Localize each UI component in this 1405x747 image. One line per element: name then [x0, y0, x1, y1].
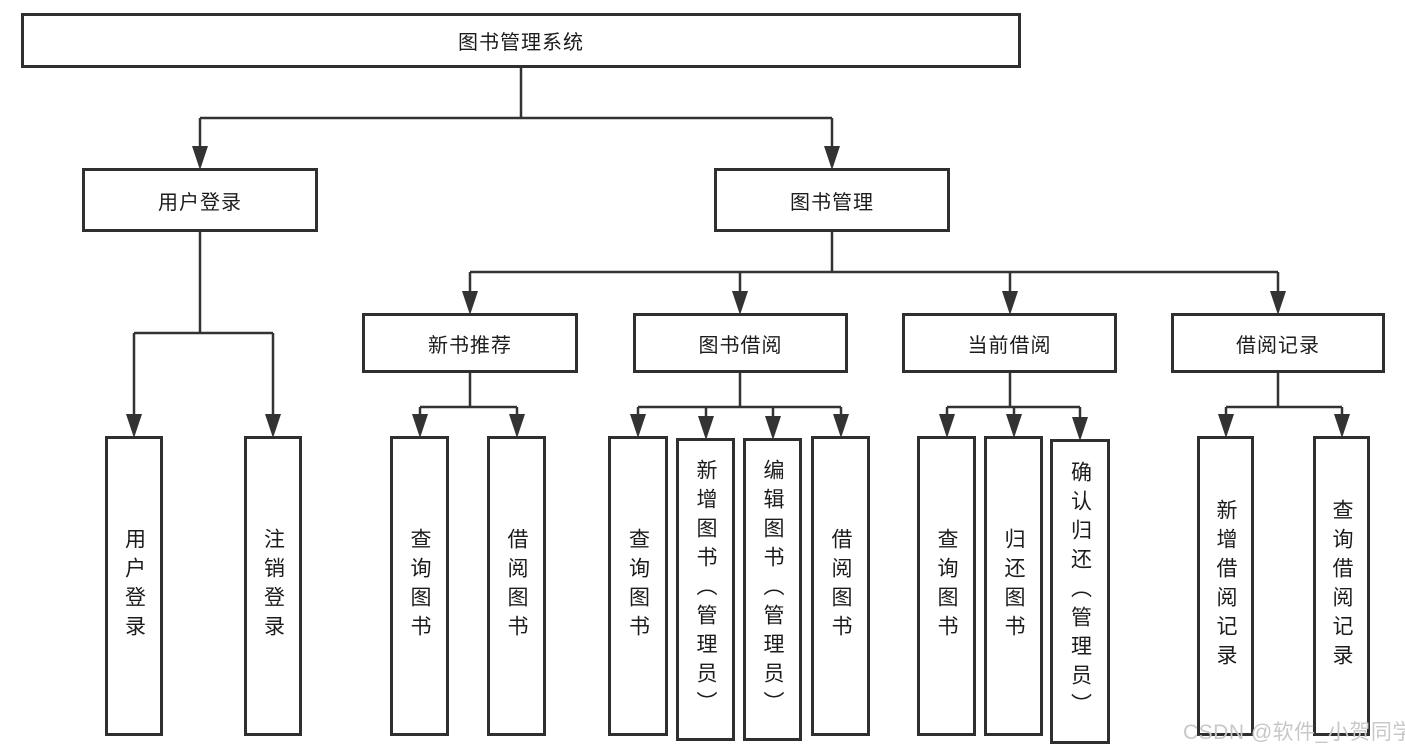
leaf-user-login: 用户登录 — [105, 436, 163, 736]
leaf-borrow-query-books-label: 查询图书 — [626, 528, 650, 644]
node-new-book-recommend: 新书推荐 — [362, 313, 578, 373]
leaf-borrow-query-books: 查询图书 — [608, 436, 668, 736]
node-new-book-recommend-label: 新书推荐 — [428, 334, 512, 357]
leaf-current-return-books-label: 归还图书 — [1002, 528, 1025, 644]
node-root-label: 图书管理系统 — [458, 32, 584, 54]
node-user-login-label: 用户登录 — [158, 191, 242, 214]
leaf-current-confirm-return-admin: 确认归还（管理员） — [1050, 439, 1110, 744]
leaf-newrec-borrow-books: 借阅图书 — [487, 436, 546, 736]
node-user-login: 用户登录 — [82, 168, 318, 232]
leaf-newrec-borrow-books-label: 借阅图书 — [505, 528, 528, 644]
leaf-borrow-borrow-books: 借阅图书 — [811, 436, 870, 736]
leaf-current-return-books: 归还图书 — [984, 436, 1043, 736]
leaf-records-add-record: 新增借阅记录 — [1197, 436, 1254, 736]
node-book-borrow-label: 图书借阅 — [698, 334, 783, 357]
leaf-borrow-add-books-admin-label: 新增图书（管理员） — [694, 459, 717, 720]
leaf-current-confirm-return-admin-label: 确认归还（管理员） — [1068, 461, 1092, 722]
leaf-newrec-query-books: 查询图书 — [390, 436, 449, 736]
leaf-borrow-edit-books-admin: 编辑图书（管理员） — [743, 438, 802, 741]
node-borrow-records: 借阅记录 — [1171, 313, 1385, 373]
leaf-current-query-books: 查询图书 — [917, 436, 976, 736]
node-current-borrow-label: 当前借阅 — [967, 334, 1052, 357]
leaf-logout: 注销登录 — [244, 436, 302, 736]
watermark: CSDN @软件_小贺同学 — [1183, 721, 1405, 744]
leaf-records-query-record-label: 查询借阅记录 — [1330, 499, 1353, 673]
leaf-user-login-label: 用户登录 — [122, 528, 146, 644]
node-book-borrow: 图书借阅 — [633, 313, 848, 373]
leaf-borrow-borrow-books-label: 借阅图书 — [829, 528, 852, 644]
leaf-borrow-edit-books-admin-label: 编辑图书（管理员） — [761, 459, 784, 720]
leaf-borrow-add-books-admin: 新增图书（管理员） — [676, 438, 735, 741]
leaf-logout-label: 注销登录 — [261, 528, 285, 644]
node-root: 图书管理系统 — [21, 13, 1021, 68]
leaf-records-query-record: 查询借阅记录 — [1313, 436, 1370, 736]
node-book-management-label: 图书管理 — [790, 191, 874, 214]
leaf-current-query-books-label: 查询图书 — [935, 528, 958, 644]
leaf-records-add-record-label: 新增借阅记录 — [1214, 499, 1237, 673]
node-current-borrow: 当前借阅 — [902, 313, 1117, 373]
leaf-newrec-query-books-label: 查询图书 — [408, 528, 431, 644]
node-borrow-records-label: 借阅记录 — [1236, 334, 1320, 357]
node-book-management: 图书管理 — [714, 168, 950, 232]
